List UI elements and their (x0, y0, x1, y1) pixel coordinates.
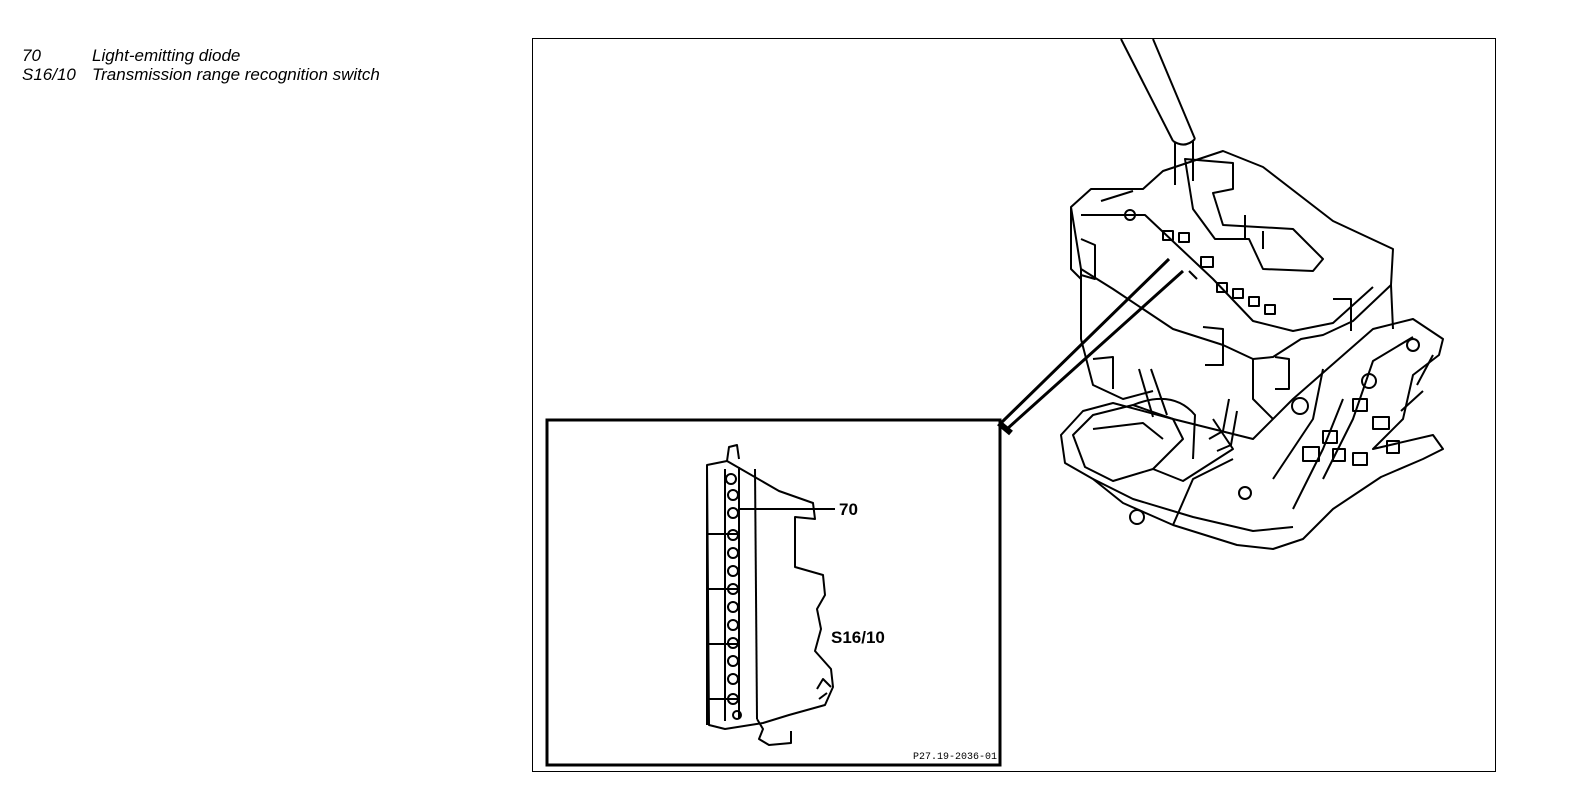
legend-code: 70 (22, 46, 41, 65)
legend-row-led: 70 Light-emitting diode (22, 46, 412, 65)
callout-label-led: 70 (839, 500, 858, 519)
detail-inset (545, 418, 1002, 767)
legend: 70 Light-emitting diode S16/10 Transmiss… (22, 46, 412, 84)
shifter-base-illustration (1060, 318, 1444, 550)
legend-description: Transmission range recognition switch (92, 65, 380, 84)
legend-row-switch: S16/10 Transmission range recognition sw… (22, 65, 412, 84)
diagram-frame: 70 S16/10 P27.19-2036-01 (532, 38, 1496, 772)
shifter-housing-illustration (1070, 150, 1394, 420)
callout-label-switch: S16/10 (831, 628, 885, 647)
detail-leader-lines (997, 257, 1185, 436)
switch-connector-illustration (706, 444, 834, 746)
diagram-svg: 70 S16/10 P27.19-2036-01 (545, 39, 1444, 767)
legend-code: S16/10 (22, 65, 76, 84)
legend-description: Light-emitting diode (92, 46, 241, 65)
figure-id: P27.19-2036-01 (913, 752, 997, 763)
